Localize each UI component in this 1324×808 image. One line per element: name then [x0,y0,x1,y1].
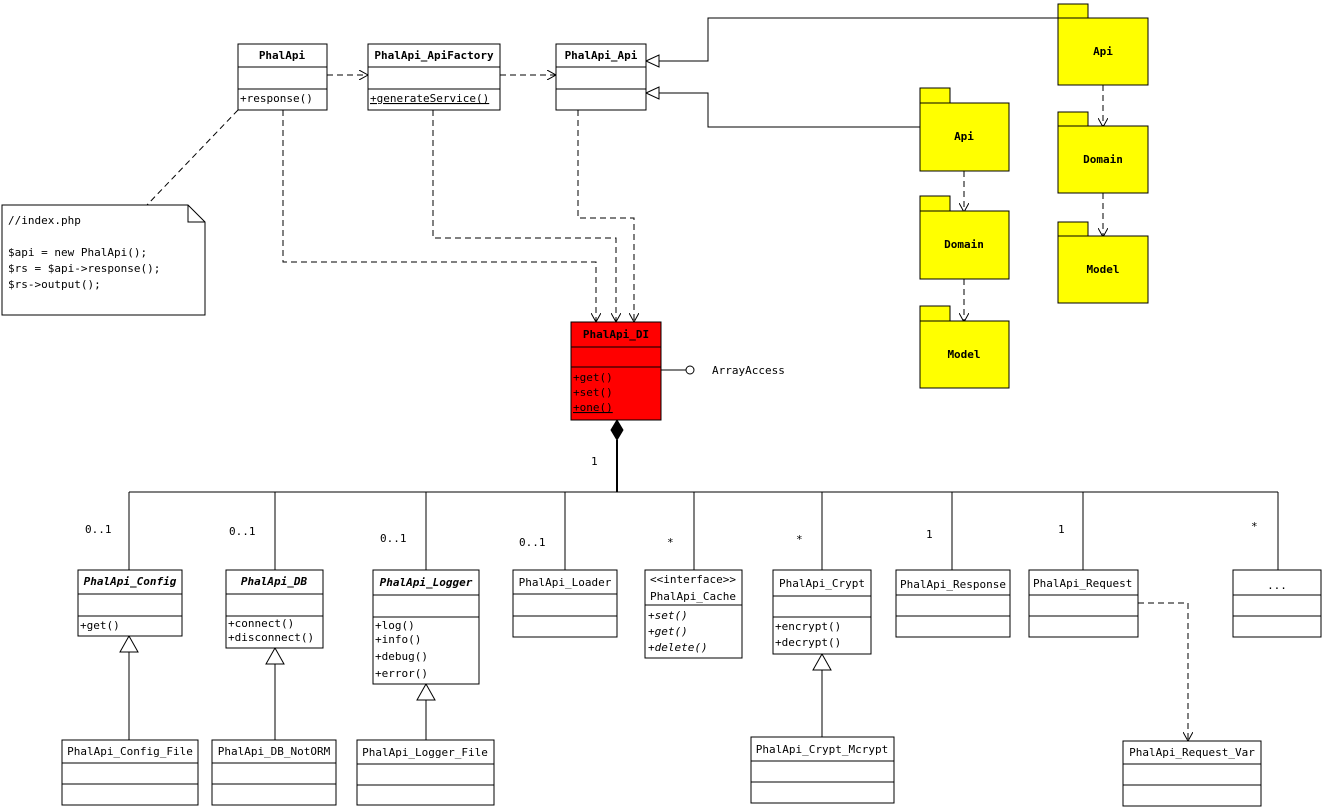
operation: +debug() [375,650,428,663]
package-name: Api [954,130,974,143]
operation: +generateService() [370,92,489,105]
class-apifactory: PhalApi_ApiFactory +generateService() [367,43,501,111]
package-app2-api: Api [1057,3,1149,86]
multiplicity-db: 0..1 [229,525,256,538]
operation: +one() [573,401,613,414]
operation: +set() [573,386,613,399]
stereotype: <<interface>> [650,573,736,586]
dep-factory-di [432,110,616,322]
package-name: Model [1086,263,1119,276]
class-logger: PhalApi_Logger +log() +info() +debug() +… [372,569,480,685]
class-name: PhalApi_Config_File [67,745,193,758]
dependency-lines [146,75,1188,741]
class-db: PhalApi_DB +connect() +disconnect() [225,569,324,649]
operation: +log() [375,619,415,632]
class-name: PhalApi_Logger_File [362,746,488,759]
operation: +get() [648,625,688,638]
packages: Api Domain Model Api Domain Model [919,3,1149,389]
class-name: PhalApi_Crypt [779,577,865,590]
operation: +response() [240,92,313,105]
inheritance-lines [119,634,832,740]
note-line-1: //index.php [8,214,81,227]
class-di: PhalApi_DI +get() +set() +one() [570,321,662,421]
class-name: PhalApi_Request_Var [1129,746,1255,759]
class-name: PhalApi_Api [565,49,638,62]
class-name: PhalApi_Config [84,575,177,588]
package-app2-domain: Domain [1057,111,1149,194]
dep-api-di [577,110,634,322]
gen-line-pkg2 [659,17,1058,62]
class-name: PhalApi_Crypt_Mcrypt [756,743,888,756]
class-name: PhalApi_ApiFactory [374,49,494,62]
multiplicity-cache: * [667,536,674,549]
gen-arrow-pkg2 [644,54,660,68]
class-phalapi: PhalApi +response() [237,43,328,111]
note-line-4: $rs = $api->response(); [8,262,160,275]
multiplicity-request: 1 [1058,523,1065,536]
dep-request-var [1138,602,1188,741]
class-crypt-mcrypt: PhalApi_Crypt_Mcrypt [750,736,895,804]
package-app2-model: Model [1057,221,1149,304]
package-app1-domain: Domain [919,195,1010,280]
operation: +decrypt() [775,636,841,649]
class-db-notorm: PhalApi_DB_NotORM [211,739,337,806]
class-name: PhalApi_Request [1033,577,1132,590]
class-response: PhalApi_Response [895,569,1011,638]
class-name: PhalApi [259,49,306,62]
class-name: PhalApi_DB_NotORM [218,745,331,758]
multiplicity-response: 1 [926,528,933,541]
class-loader: PhalApi_Loader [512,569,618,638]
note-line-3: $api = new PhalApi(); [8,246,147,259]
operation: +disconnect() [228,631,314,644]
operation: +delete() [648,641,708,654]
class-name: PhalApi_Cache [650,590,736,603]
di-multiplicity: 1 [591,455,598,468]
multiplicity-crypt: * [796,533,803,546]
class-request-var: PhalApi_Request_Var [1122,740,1262,807]
class-name: PhalApi_Loader [519,576,612,589]
operation: +get() [573,371,613,384]
class-crypt: PhalApi_Crypt +encrypt() +decrypt() [772,569,872,655]
interface-label: ArrayAccess [712,364,785,377]
dep-phalapi-di [282,110,596,322]
class-name: PhalApi_DB [241,575,308,588]
gen-arrow-pkg1 [644,86,660,100]
operation: +get() [80,619,120,632]
multiplicity-loader: 0..1 [519,536,546,549]
package-app1-api: Api [919,87,1010,172]
note-line-5: $rs->output(); [8,278,101,291]
code-note: //index.php $api = new PhalApi(); $rs = … [1,204,206,316]
package-name: Model [947,348,980,361]
operation: +set() [648,609,688,622]
class-name: ... [1267,579,1287,592]
class-name: PhalApi_DI [583,328,649,341]
class-name: PhalApi_Response [900,578,1006,591]
operation: +connect() [228,617,294,630]
class-api: PhalApi_Api [555,43,647,111]
class-config-file: PhalApi_Config_File [61,739,199,806]
package-app1-model: Model [919,305,1010,389]
gen-line-pkg1 [659,92,920,128]
multiplicity-more: * [1251,520,1258,533]
class-cache: <<interface>> PhalApi_Cache +set() +get(… [644,569,743,659]
class-config: PhalApi_Config +get() [77,569,183,637]
class-logger-file: PhalApi_Logger_File [356,739,495,806]
package-name: Api [1093,45,1113,58]
realization-lines [644,17,1058,128]
class-request: PhalApi_Request [1028,569,1139,638]
class-name: PhalApi_Logger [380,576,473,589]
composition-lines [128,365,1279,570]
class-more: ... [1232,569,1322,638]
operation: +info() [375,633,421,646]
operation: +error() [375,667,428,680]
note-anchor [146,109,239,206]
multiplicity-logger: 0..1 [380,532,407,545]
multiplicities: 1 0..1 0..1 0..1 0..1 * * 1 1 * [85,455,1258,549]
operation: +encrypt() [775,620,841,633]
multiplicity-config: 0..1 [85,523,112,536]
package-name: Domain [1083,153,1123,166]
package-name: Domain [944,238,984,251]
